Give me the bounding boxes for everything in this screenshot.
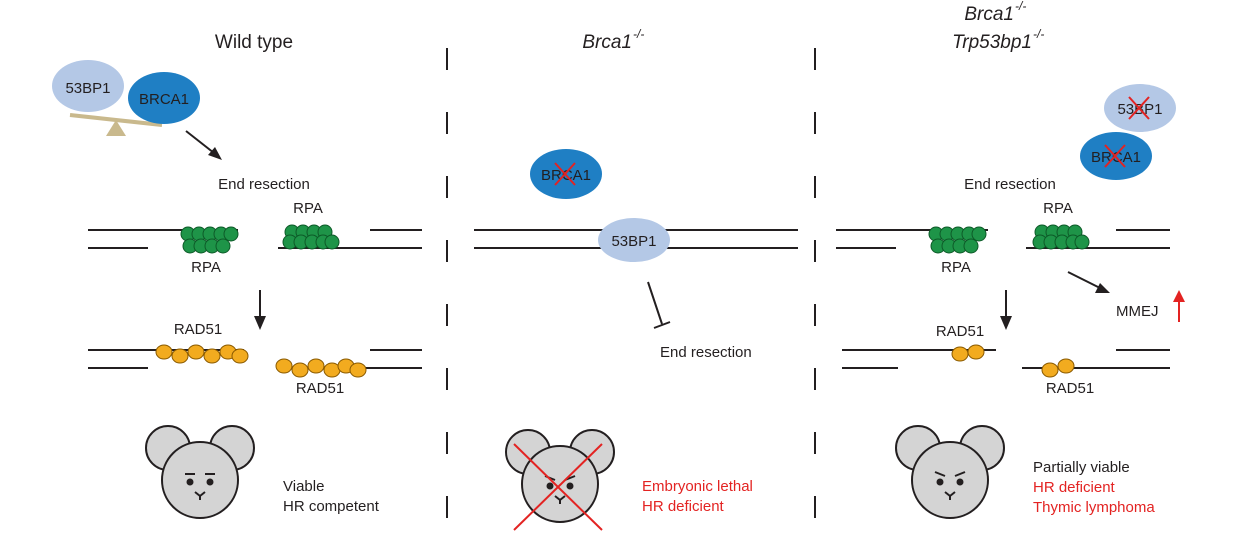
arrow-to-rad51 bbox=[1000, 290, 1012, 330]
rad51-label-top: RAD51 bbox=[936, 323, 984, 340]
knockout-cross-brca1-icon bbox=[1104, 144, 1126, 168]
outcome-thymic-lymphoma: Thymic lymphoma bbox=[1033, 499, 1155, 516]
arrow-to-rad51 bbox=[254, 290, 266, 330]
rpa-cluster-right bbox=[1032, 224, 1090, 250]
rpa-cluster-left bbox=[928, 226, 987, 254]
end-resection-blocked-label: End resection bbox=[660, 344, 752, 361]
rad51-filament-right bbox=[275, 358, 367, 378]
rad51-label-top: RAD51 bbox=[174, 321, 222, 338]
protein-brca1 bbox=[128, 72, 200, 124]
panel-title-trp53bp1: Trp53bp1 bbox=[952, 32, 1032, 53]
end-resection-label: End resection bbox=[964, 176, 1056, 193]
dna-strands-resection bbox=[836, 229, 1170, 249]
rad51-partial-right bbox=[1041, 358, 1075, 378]
rad51-label-bottom: RAD51 bbox=[296, 380, 344, 397]
mouse-icon-partially-viable bbox=[895, 425, 1005, 519]
rpa-label-bottom: RPA bbox=[191, 259, 221, 276]
panel-title-brca1: Brca1 bbox=[582, 32, 632, 53]
dna-strands-rad51 bbox=[88, 349, 422, 369]
rpa-cluster-left bbox=[180, 226, 239, 254]
arrow-to-mmej bbox=[1067, 271, 1110, 293]
protein-brca1-label: BRCA1 bbox=[139, 91, 189, 108]
panel-brca1-null: Brca1 -/- BRCA1 53BP1 End resection bbox=[474, 27, 798, 531]
end-resection-label: End resection bbox=[218, 176, 310, 193]
panel-title-trp53bp1-superscript: -/- bbox=[1033, 27, 1044, 41]
mmej-label: MMEJ bbox=[1116, 303, 1159, 320]
seesaw-fulcrum bbox=[106, 120, 126, 136]
protein-53bp1-label: 53BP1 bbox=[611, 233, 656, 250]
arrow-to-resection bbox=[185, 130, 222, 160]
rpa-label-top: RPA bbox=[1043, 200, 1073, 217]
mouse-icon-viable bbox=[145, 425, 255, 519]
outcome-hr-deficient: HR deficient bbox=[1033, 479, 1116, 496]
lethal-cross-icon bbox=[513, 443, 603, 531]
outcome-hr-competent: HR competent bbox=[283, 498, 380, 515]
inhibition-arrow bbox=[647, 281, 671, 329]
panel-title-wild-type: Wild type bbox=[215, 32, 293, 53]
rad51-partial-left bbox=[951, 344, 985, 362]
panel-double-null: Brca1 -/- Trp53bp1 -/- 53BP1 BRCA1 End r… bbox=[836, 0, 1185, 519]
panel-wild-type: Wild type 53BP1 BRCA1 End resection RPA bbox=[52, 32, 422, 519]
mmej-up-arrow-icon bbox=[1173, 290, 1185, 322]
dna-strands-rad51 bbox=[842, 349, 1170, 369]
protein-53bp1 bbox=[52, 60, 124, 112]
protein-53bp1-label: 53BP1 bbox=[65, 80, 110, 97]
outcome-hr-deficient: HR deficient bbox=[642, 498, 725, 515]
outcome-embryonic-lethal: Embryonic lethal bbox=[642, 478, 753, 495]
rpa-cluster-right bbox=[282, 224, 340, 250]
rpa-label-bottom: RPA bbox=[941, 259, 971, 276]
panel-title-brca1-superscript: -/- bbox=[633, 27, 644, 41]
panel-title-brca1: Brca1 bbox=[964, 4, 1014, 25]
knockout-cross-53bp1-icon bbox=[1128, 96, 1150, 120]
protein-53bp1-bound bbox=[598, 218, 670, 262]
rpa-label-top: RPA bbox=[293, 200, 323, 217]
rad51-label-bottom: RAD51 bbox=[1046, 380, 1094, 397]
rad51-filament-left bbox=[155, 344, 249, 364]
outcome-viable: Viable bbox=[283, 478, 324, 495]
knockout-cross-icon bbox=[554, 162, 576, 186]
panel-title-brca1-superscript: -/- bbox=[1015, 0, 1026, 13]
outcome-partially-viable: Partially viable bbox=[1033, 459, 1130, 476]
dna-strands-resection bbox=[88, 229, 422, 249]
mouse-icon-lethal bbox=[505, 429, 615, 523]
